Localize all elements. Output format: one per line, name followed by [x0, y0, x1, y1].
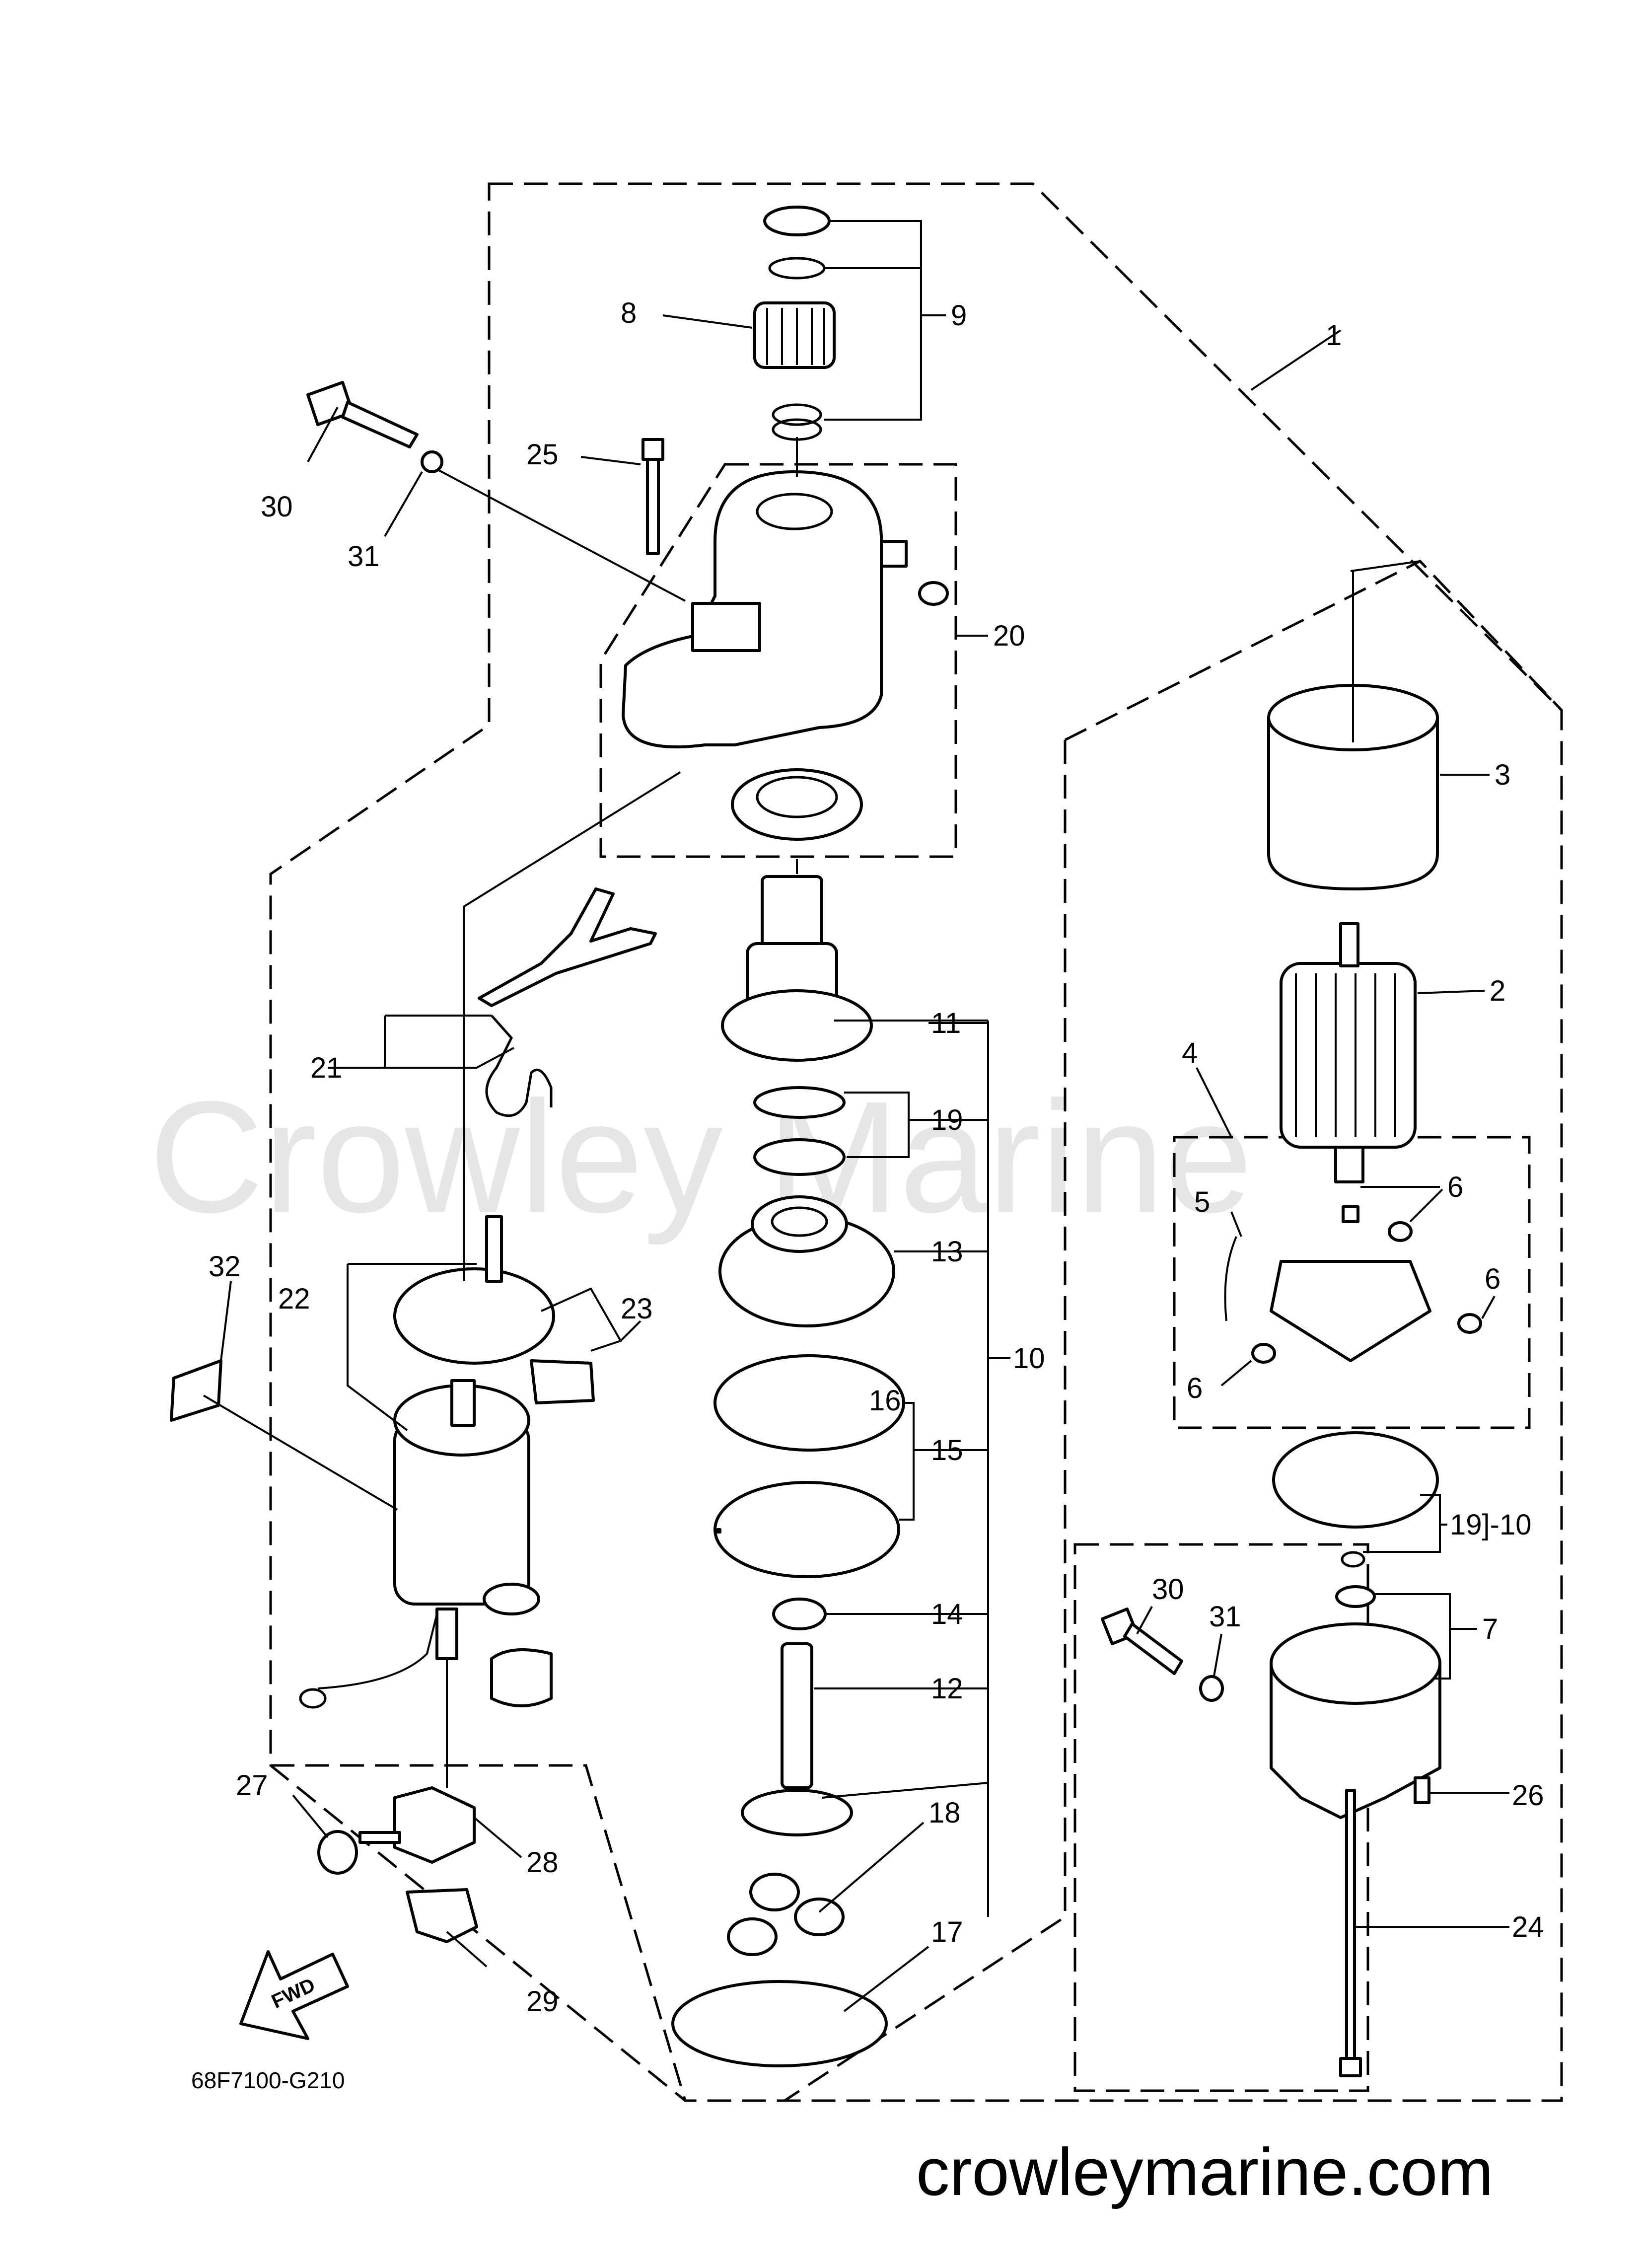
- solenoid-group-boundary: [271, 1764, 687, 2101]
- callout-13: 13: [931, 1236, 963, 1268]
- callout-22: 22: [278, 1283, 310, 1315]
- fwd-arrow-icon: FWD: [239, 1950, 349, 2040]
- brush-plate: [1272, 1431, 1439, 1568]
- callout-27: 27: [236, 1769, 268, 1802]
- solenoid: [299, 1379, 540, 1709]
- callout-15: 15: [931, 1434, 963, 1466]
- center-bracket: [718, 1195, 895, 1327]
- callout-19: 19: [931, 1104, 963, 1136]
- callout-6b: 6: [1485, 1263, 1500, 1295]
- callout-20: 20: [993, 620, 1025, 652]
- terminal-assembly: [358, 1786, 476, 1864]
- callout-21: 21: [310, 1052, 343, 1084]
- gear-plate: [671, 1980, 888, 2067]
- callout-12: 12: [931, 1673, 963, 1705]
- callout-24: 24: [1512, 1911, 1544, 1943]
- through-bolt-left: [306, 381, 443, 473]
- diagram-code: 68F7100-G210: [191, 2067, 345, 2093]
- callout-7: 7: [1482, 1613, 1498, 1645]
- callout-23: 23: [621, 1293, 653, 1325]
- callout-3: 3: [1495, 759, 1510, 791]
- internal-gear-ring: [714, 1354, 905, 1578]
- site-url: crowleymarine.com: [916, 2134, 1494, 2209]
- callout-16: 16: [869, 1385, 901, 1417]
- long-through-bolt: [1339, 1789, 1362, 2077]
- armature: [1280, 922, 1417, 1183]
- through-bolt-right: [1101, 1608, 1224, 1702]
- callout-6c: 6: [1187, 1372, 1203, 1404]
- watermark: Crowley Marine: [149, 1068, 1253, 1246]
- callout-17: 17: [931, 1916, 963, 1948]
- solenoid-screw: [485, 1215, 503, 1283]
- caution-label: [170, 1359, 222, 1422]
- bushing: [772, 1598, 827, 1630]
- solenoid-gasket: [393, 1267, 555, 1365]
- callout-29: 29: [526, 1985, 559, 2018]
- leader-lines: [203, 220, 1509, 2012]
- terminal-nut: [317, 1830, 358, 1875]
- callout-25: 25: [526, 439, 559, 471]
- callout-28: 28: [526, 1846, 559, 1879]
- callout-18: 18: [928, 1797, 961, 1829]
- pinion-gear: [753, 301, 836, 369]
- callout-30a: 30: [261, 491, 293, 523]
- drive-clutch: [721, 875, 873, 1062]
- callout-5: 5: [1194, 1186, 1210, 1218]
- planet-gears: [727, 1873, 845, 1956]
- housing-bearing: [731, 768, 863, 841]
- callout-6a: 6: [1447, 1171, 1463, 1203]
- end-cover: [1270, 1585, 1441, 1819]
- end-cover-boundary: [1073, 1543, 1369, 2092]
- callout-14: 14: [931, 1598, 963, 1630]
- rubber-covers: [490, 1359, 595, 1707]
- callout-31a: 31: [348, 540, 380, 573]
- callout-32: 32: [209, 1250, 241, 1283]
- callout-8: 8: [621, 297, 637, 329]
- callout-1: 1: [1326, 319, 1342, 352]
- shift-lever: [478, 887, 657, 1117]
- callout-26: 26: [1512, 1779, 1544, 1812]
- callout-2: 2: [1490, 975, 1505, 1007]
- callout-11: 11: [931, 1007, 961, 1039]
- retaining-clip: [753, 1086, 846, 1119]
- callout-31b: 31: [1209, 1601, 1241, 1633]
- brush-holder: [1224, 1205, 1482, 1364]
- callout-30b: 30: [1152, 1573, 1184, 1606]
- planetary-shaft: [741, 1642, 853, 1836]
- end-cover-screw: [1414, 1776, 1430, 1804]
- front-housing: [622, 470, 949, 748]
- housing-bolt: [642, 438, 664, 555]
- thrust-washer: [753, 1138, 846, 1176]
- callout-19-10: 19]-10: [1450, 1509, 1531, 1541]
- terminal-boot: [406, 1888, 478, 1943]
- callout-10: 10: [1013, 1342, 1045, 1375]
- callout-4: 4: [1182, 1037, 1198, 1069]
- housing-group-boundary: [599, 463, 957, 858]
- callout-9: 9: [951, 299, 967, 332]
